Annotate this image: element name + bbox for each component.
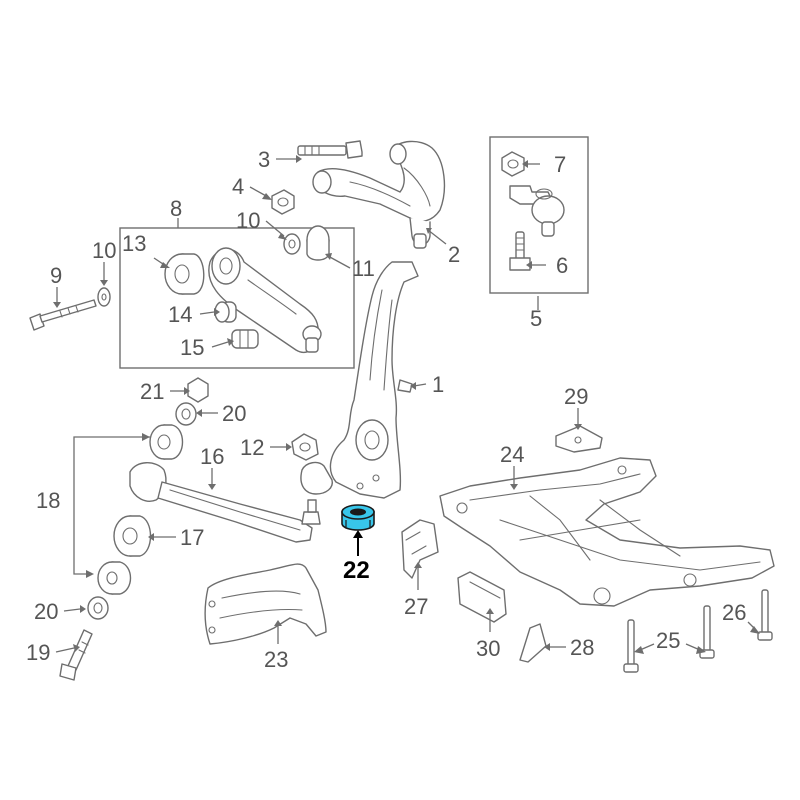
callout-7: 7 bbox=[554, 152, 566, 177]
part-5-ball-joint[interactable] bbox=[509, 185, 565, 237]
part-15-bushing[interactable] bbox=[231, 329, 259, 349]
callout-24: 24 bbox=[500, 442, 524, 467]
callout-11: 11 bbox=[352, 256, 375, 281]
part-2-upper-control-arm[interactable] bbox=[312, 140, 446, 249]
part-8-lower-arm-assembly[interactable] bbox=[208, 247, 322, 354]
part-18-bushing-lower[interactable] bbox=[97, 561, 132, 595]
callout-20-lower: 20 bbox=[34, 599, 58, 624]
group-box-5 bbox=[489, 136, 589, 294]
part-11-bushing[interactable] bbox=[306, 225, 330, 261]
callout-16: 16 bbox=[200, 444, 224, 469]
part-14-bushing[interactable] bbox=[214, 301, 237, 323]
callout-26: 26 bbox=[722, 600, 746, 625]
callout-19: 19 bbox=[26, 640, 50, 665]
callout-27: 27 bbox=[404, 594, 428, 619]
part-24-subframe[interactable] bbox=[439, 457, 775, 607]
callout-28: 28 bbox=[570, 635, 594, 660]
callout-10-left: 10 bbox=[92, 238, 116, 263]
callout-17: 17 bbox=[180, 525, 204, 550]
part-4-nut[interactable] bbox=[271, 189, 295, 215]
callout-9: 9 bbox=[50, 263, 62, 288]
part-7-nut[interactable] bbox=[501, 151, 525, 177]
callout-21: 21 bbox=[140, 379, 164, 404]
part-20-washer-upper[interactable] bbox=[175, 402, 197, 426]
callout-5: 5 bbox=[530, 306, 542, 331]
callout-14: 14 bbox=[168, 302, 192, 327]
part-10-washer-left[interactable] bbox=[97, 287, 111, 307]
part-18-bushing-upper[interactable] bbox=[149, 424, 184, 460]
part-17-bushing[interactable] bbox=[113, 515, 152, 557]
part-23-shield[interactable] bbox=[204, 563, 327, 645]
callout-2: 2 bbox=[448, 242, 460, 267]
part-19-bolt[interactable] bbox=[59, 629, 93, 681]
part-10-washer-upper[interactable] bbox=[283, 233, 301, 255]
part-28-bracket[interactable] bbox=[519, 623, 547, 663]
callout-13: 13 bbox=[122, 231, 146, 256]
callout-15: 15 bbox=[180, 335, 204, 360]
part-22-bushing-highlighted[interactable] bbox=[341, 504, 375, 531]
callout-3: 3 bbox=[258, 147, 270, 172]
callout-18: 18 bbox=[36, 488, 60, 513]
callout-25: 25 bbox=[656, 628, 680, 653]
part-12-nut[interactable] bbox=[291, 433, 319, 461]
callout-8: 8 bbox=[170, 196, 182, 221]
part-29-plate[interactable] bbox=[555, 425, 603, 453]
callout-labels: 3 4 10 11 2 7 6 5 8 9 10 13 14 15 1 21 2… bbox=[26, 147, 746, 672]
part-26-bolt[interactable] bbox=[757, 589, 773, 641]
leader-lines bbox=[53, 155, 760, 654]
part-3-bolt[interactable] bbox=[297, 140, 363, 159]
part-27-bracket[interactable] bbox=[401, 519, 439, 579]
part-21-nut[interactable] bbox=[187, 377, 209, 403]
callout-10-upper: 10 bbox=[236, 208, 260, 233]
callout-20-upper: 20 bbox=[222, 401, 246, 426]
part-6-bolt[interactable] bbox=[509, 231, 531, 271]
part-9-bolt[interactable] bbox=[29, 299, 97, 331]
callout-29: 29 bbox=[564, 384, 588, 409]
part-20-washer-lower[interactable] bbox=[87, 596, 109, 620]
callout-30: 30 bbox=[476, 636, 500, 661]
part-1-steering-knuckle[interactable] bbox=[300, 261, 419, 499]
callout-22: 22 bbox=[343, 557, 370, 584]
callout-1: 1 bbox=[432, 372, 444, 397]
group-box-8 bbox=[119, 227, 355, 369]
callout-12: 12 bbox=[240, 435, 264, 460]
part-16-lower-control-arm[interactable] bbox=[129, 462, 321, 543]
part-30-bracket[interactable] bbox=[457, 571, 507, 623]
callout-23: 23 bbox=[264, 647, 288, 672]
callout-6: 6 bbox=[556, 253, 568, 278]
callout-4: 4 bbox=[232, 174, 244, 199]
part-13-bushing[interactable] bbox=[164, 253, 205, 295]
